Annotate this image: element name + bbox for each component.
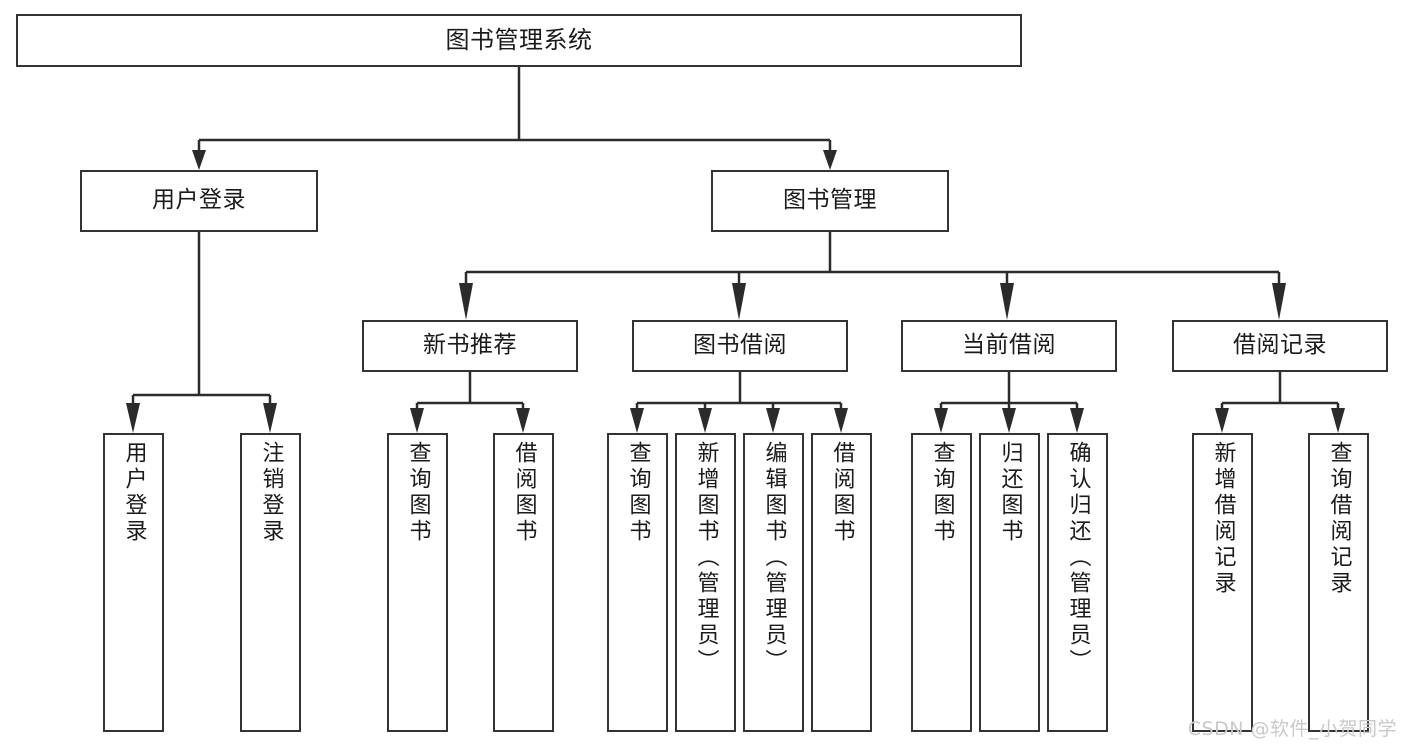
node-leaf-user-login[interactable]: 用户登录 — [103, 433, 164, 732]
arrow-to-borrow-record — [1272, 283, 1286, 320]
arrow-leaf-query-book-1 — [410, 408, 424, 433]
node-user-login-label: 用户登录 — [152, 187, 246, 214]
node-leaf-add-book[interactable]: 新增图书（管理员） — [675, 433, 736, 732]
node-new-book-recommend[interactable]: 新书推荐 — [362, 320, 578, 372]
node-leaf-query-book-3[interactable]: 查询图书 — [911, 433, 972, 732]
arrow-to-book-borrow — [732, 283, 746, 320]
node-leaf-user-login-label: 用户登录 — [121, 441, 147, 545]
arrow-leaf-user-login — [126, 403, 140, 433]
node-leaf-query-record-label: 查询借阅记录 — [1326, 441, 1352, 597]
node-leaf-edit-book-label: 编辑图书（管理员） — [761, 441, 787, 675]
node-borrow-record[interactable]: 借阅记录 — [1172, 320, 1388, 372]
node-leaf-query-book-3-label: 查询图书 — [929, 441, 955, 545]
node-book-management[interactable]: 图书管理 — [711, 170, 949, 232]
node-leaf-borrow-book-2[interactable]: 借阅图书 — [811, 433, 872, 732]
arrow-leaf-query-book-2 — [630, 408, 644, 433]
arrow-leaf-add-record — [1215, 408, 1229, 433]
node-leaf-add-record[interactable]: 新增借阅记录 — [1192, 433, 1253, 732]
arrow-leaf-confirm-return — [1070, 408, 1084, 433]
arrow-leaf-edit-book — [766, 408, 780, 433]
node-book-borrow-label: 图书借阅 — [693, 332, 787, 359]
node-leaf-borrow-book-1[interactable]: 借阅图书 — [493, 433, 554, 732]
node-leaf-query-record[interactable]: 查询借阅记录 — [1308, 433, 1369, 732]
node-book-management-label: 图书管理 — [783, 187, 877, 214]
arrow-leaf-logout-login — [263, 403, 277, 433]
node-user-login[interactable]: 用户登录 — [80, 170, 318, 232]
arrow-leaf-borrow-book-1 — [516, 408, 530, 433]
node-leaf-query-book-2-label: 查询图书 — [625, 441, 651, 545]
arrow-to-user-login — [192, 150, 206, 170]
arrow-leaf-return-book — [1002, 408, 1016, 433]
arrow-to-book-management — [823, 150, 837, 170]
arrow-to-new-book-recommend — [459, 283, 473, 320]
node-borrow-record-label: 借阅记录 — [1233, 332, 1327, 359]
node-leaf-confirm-return-label: 确认归还（管理员） — [1065, 441, 1091, 675]
arrow-to-current-borrow — [1000, 283, 1014, 320]
arrow-leaf-add-book — [698, 408, 712, 433]
node-leaf-borrow-book-2-label: 借阅图书 — [829, 441, 855, 545]
node-current-borrow[interactable]: 当前借阅 — [901, 320, 1117, 372]
node-root-system[interactable]: 图书管理系统 — [16, 14, 1022, 67]
node-leaf-edit-book[interactable]: 编辑图书（管理员） — [743, 433, 804, 732]
node-leaf-confirm-return[interactable]: 确认归还（管理员） — [1047, 433, 1108, 732]
node-leaf-query-book-2[interactable]: 查询图书 — [607, 433, 668, 732]
node-leaf-logout-login-label: 注销登录 — [258, 441, 284, 545]
node-book-borrow[interactable]: 图书借阅 — [632, 320, 848, 372]
node-leaf-borrow-book-1-label: 借阅图书 — [511, 441, 537, 545]
node-leaf-query-book-1[interactable]: 查询图书 — [387, 433, 448, 732]
watermark-text: CSDN @软件_小贺同学 — [1187, 718, 1397, 740]
node-leaf-add-book-label: 新增图书（管理员） — [693, 441, 719, 675]
arrow-leaf-query-record — [1331, 408, 1345, 433]
arrow-leaf-query-book-3 — [934, 408, 948, 433]
node-current-borrow-label: 当前借阅 — [962, 332, 1056, 359]
node-new-book-recommend-label: 新书推荐 — [423, 332, 517, 359]
node-root-system-label: 图书管理系统 — [445, 26, 593, 55]
node-leaf-logout-login[interactable]: 注销登录 — [240, 433, 301, 732]
node-leaf-add-record-label: 新增借阅记录 — [1210, 441, 1236, 597]
node-leaf-return-book[interactable]: 归还图书 — [979, 433, 1040, 732]
node-leaf-return-book-label: 归还图书 — [997, 441, 1023, 545]
arrow-leaf-borrow-book-2 — [834, 408, 848, 433]
node-leaf-query-book-1-label: 查询图书 — [405, 441, 431, 545]
